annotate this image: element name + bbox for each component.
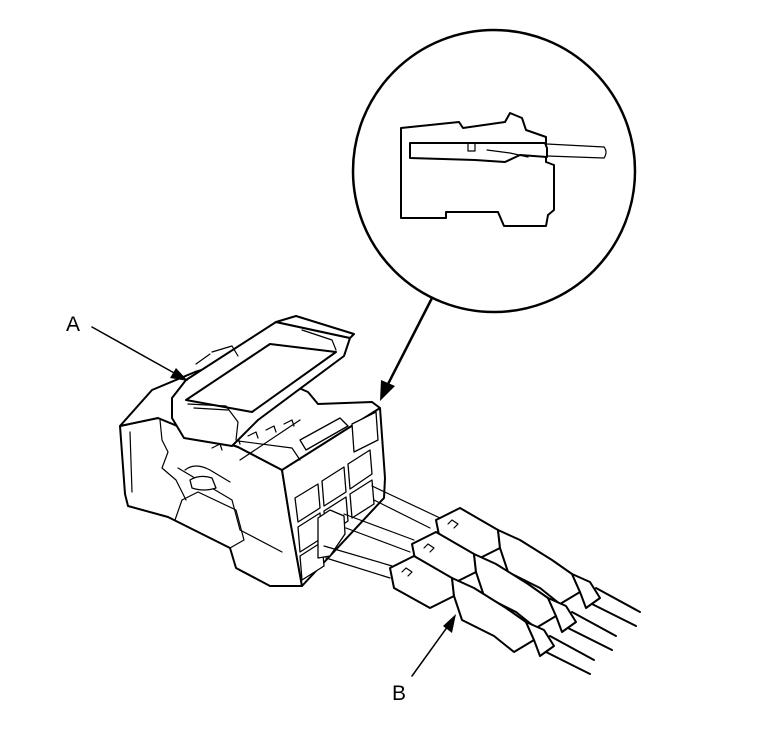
terminal-cross-section <box>400 112 607 227</box>
label-a: A <box>66 313 80 336</box>
terminal-3 <box>389 555 595 675</box>
callout-b: B <box>392 614 456 705</box>
callout-a: A <box>66 313 188 381</box>
terminal-1 <box>435 507 641 627</box>
locking-lever <box>171 315 355 447</box>
detail-circle <box>351 28 637 314</box>
insertion-guide-lines <box>323 485 441 579</box>
label-b: B <box>392 682 406 705</box>
detail-pointer-arrow <box>380 296 434 401</box>
